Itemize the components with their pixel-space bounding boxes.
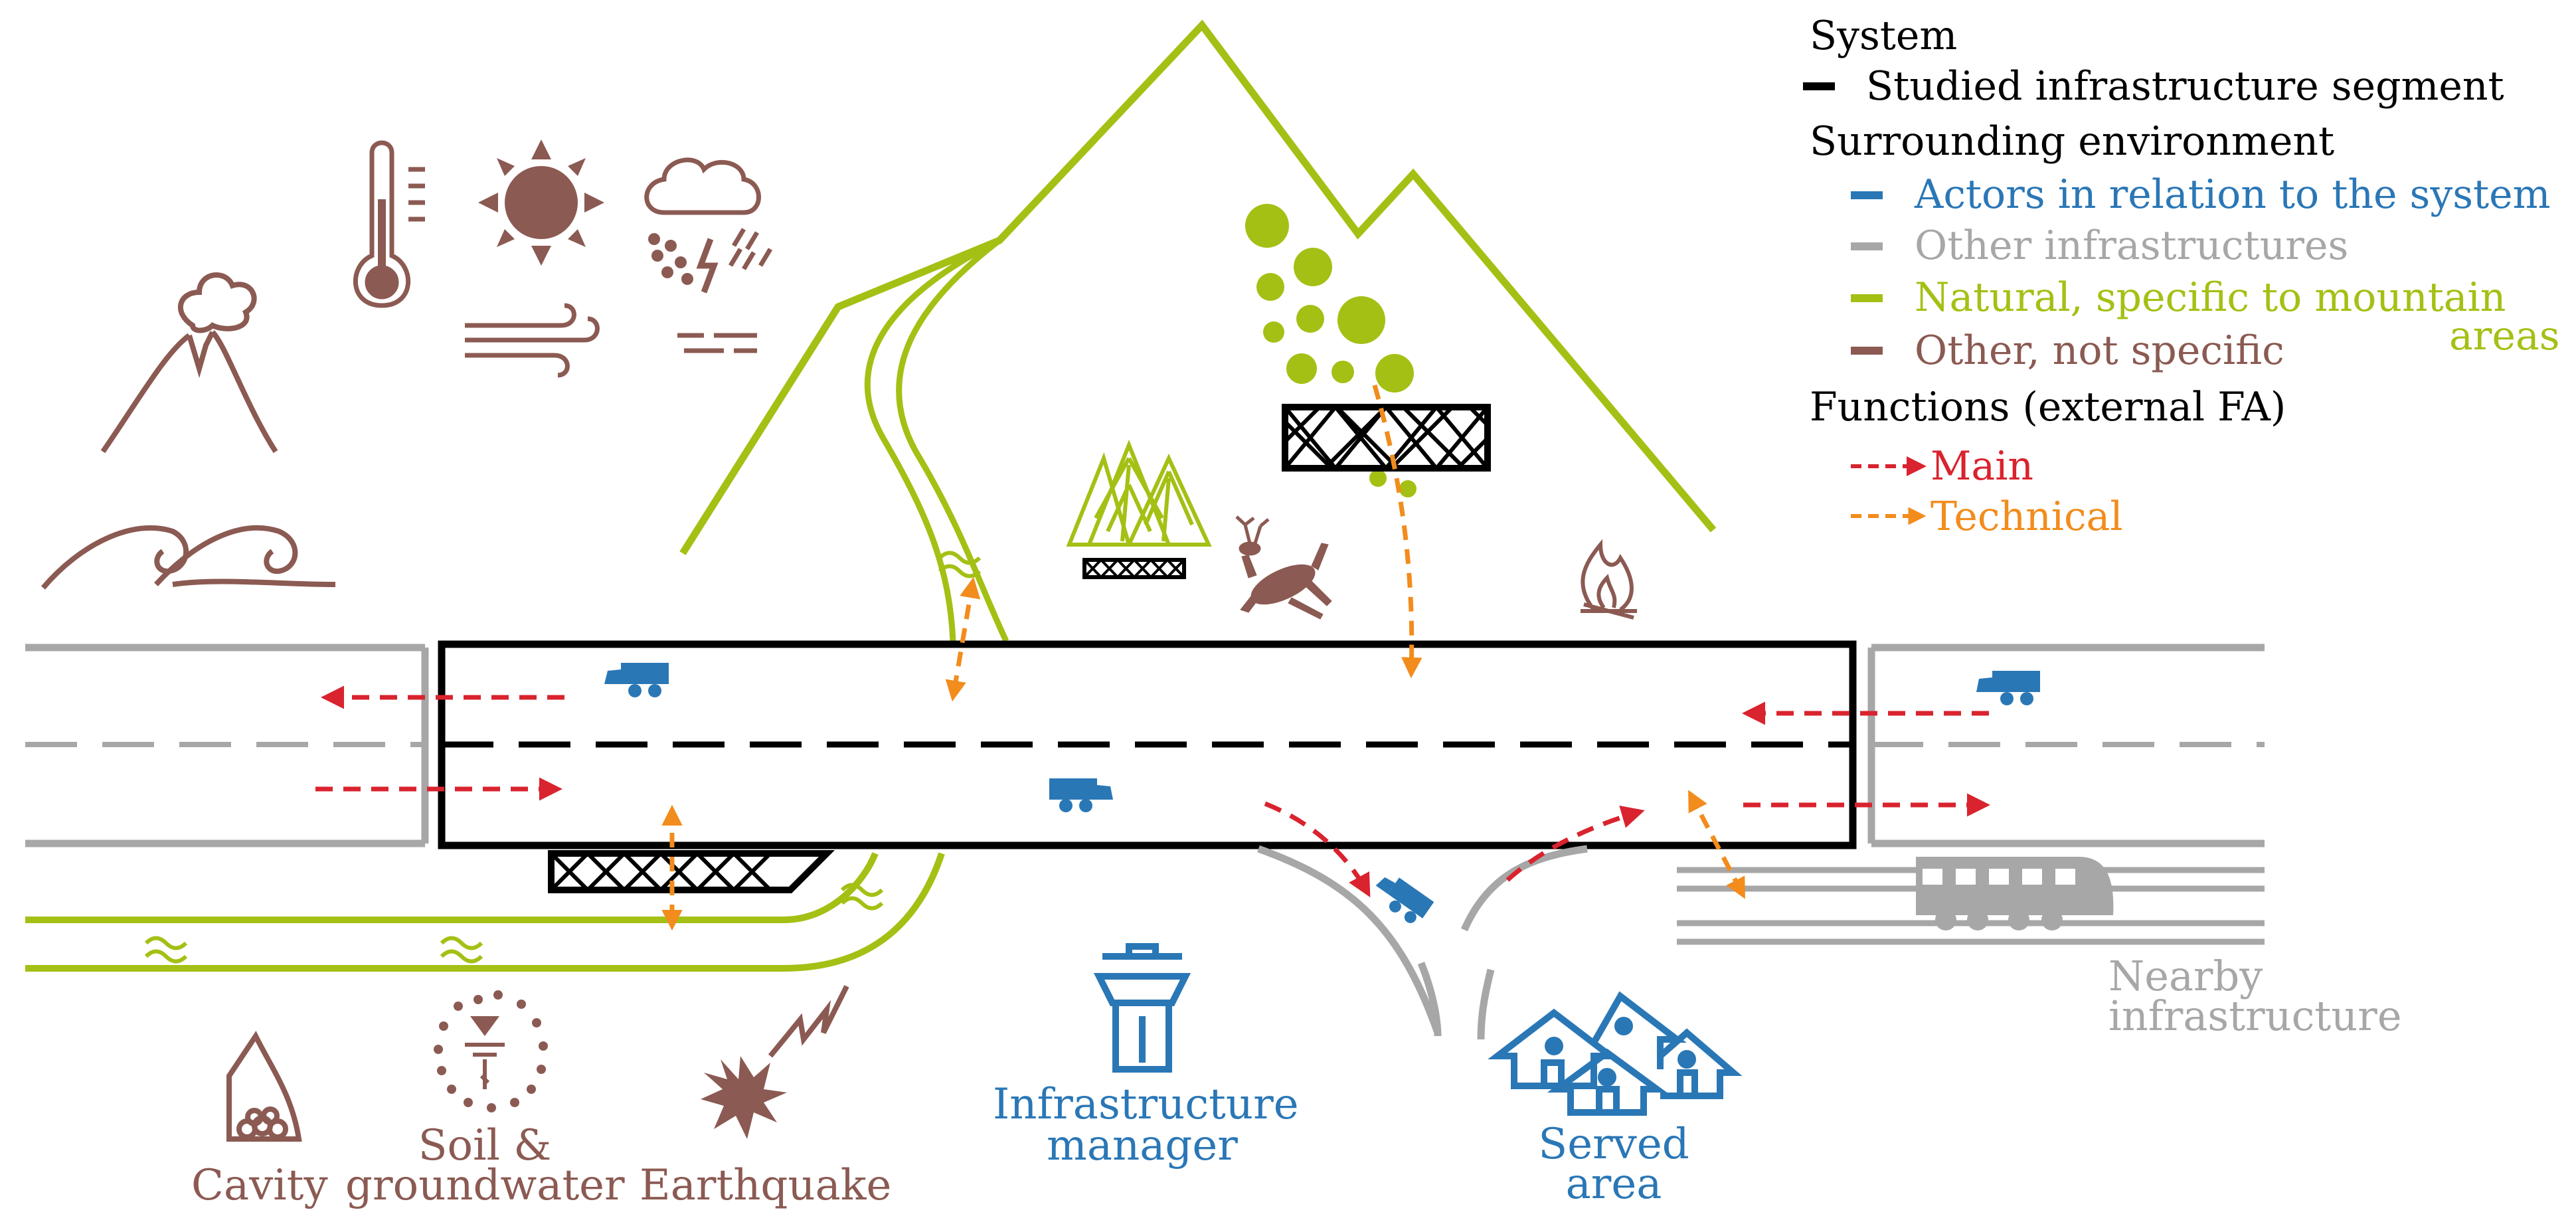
sun-icon [478, 139, 604, 266]
cavity-icon [226, 1031, 302, 1142]
label-soil: Soil & [418, 1121, 552, 1170]
mountain-icon [679, 19, 1717, 555]
legend-system-heading: System [1810, 13, 1958, 59]
label-served-line1: Served [1538, 1120, 1689, 1169]
legend-functions-heading: Functions (external FA) [1810, 384, 2286, 430]
storm-cloud-icon [644, 157, 773, 294]
label-manager-line2: manager [1047, 1121, 1238, 1170]
label-groundwater: groundwater [345, 1161, 625, 1210]
deer-icon [1235, 515, 1332, 620]
soil-groundwater-icon [434, 990, 548, 1112]
fire-icon [1581, 539, 1637, 620]
legend-markers [1803, 82, 1927, 525]
truck-icon [1976, 671, 2040, 705]
rockfall-icon [1245, 204, 1417, 497]
fog-icon [677, 333, 757, 353]
main-function-arrows [315, 685, 1990, 898]
train-icon [1916, 857, 2114, 930]
label-cavity: Cavity [191, 1161, 328, 1210]
control-tower-icon [1093, 943, 1191, 1073]
wave-icon [41, 525, 336, 590]
truck-icon [604, 663, 669, 697]
legend-other-not-specific-item: Other, not specific [1915, 327, 2284, 374]
legend-natural-item-cont: areas [2449, 313, 2560, 359]
wind-icon [465, 303, 600, 378]
truck-icon [1049, 778, 1113, 812]
thermometer-icon [353, 140, 425, 308]
volcano-icon [100, 272, 278, 454]
road-icon [1867, 644, 2265, 847]
label-served-line2: area [1565, 1160, 1662, 1209]
houses-icon [1488, 991, 1743, 1116]
truck-icon [1375, 877, 1434, 923]
technical-function-arrows [661, 385, 1746, 931]
stream-symbol-icon [938, 551, 982, 578]
river-icon [25, 852, 945, 972]
label-nearby-line2: infrastructure [2108, 992, 2402, 1040]
legend-natural-item: Natural, specific to mountain [1915, 274, 2506, 321]
legend-actors-item: Actors in relation to the system [1915, 171, 2551, 218]
road-icon [25, 644, 429, 847]
stream-icon [864, 237, 1009, 642]
river-symbol-icon [144, 883, 884, 964]
label-manager-line1: Infrastructure [993, 1080, 1299, 1129]
road-icon [1257, 845, 1588, 1040]
legend-other-infra-item: Other infrastructures [1915, 222, 2349, 269]
forest-gallery-icon [1082, 558, 1186, 579]
legend-technical-item: Technical [1931, 493, 2123, 540]
forest-icon [1066, 439, 1212, 547]
label-nearby-line1: Nearby [2108, 952, 2263, 1000]
earthquake-icon [701, 985, 849, 1139]
label-earthquake: Earthquake [640, 1161, 892, 1210]
legend-main-item: Main [1931, 443, 2034, 489]
legend-environment-heading: Surrounding environment [1810, 118, 2335, 165]
legend-system-item: Studied infrastructure segment [1866, 63, 2504, 110]
river-gallery-icon [548, 850, 835, 893]
